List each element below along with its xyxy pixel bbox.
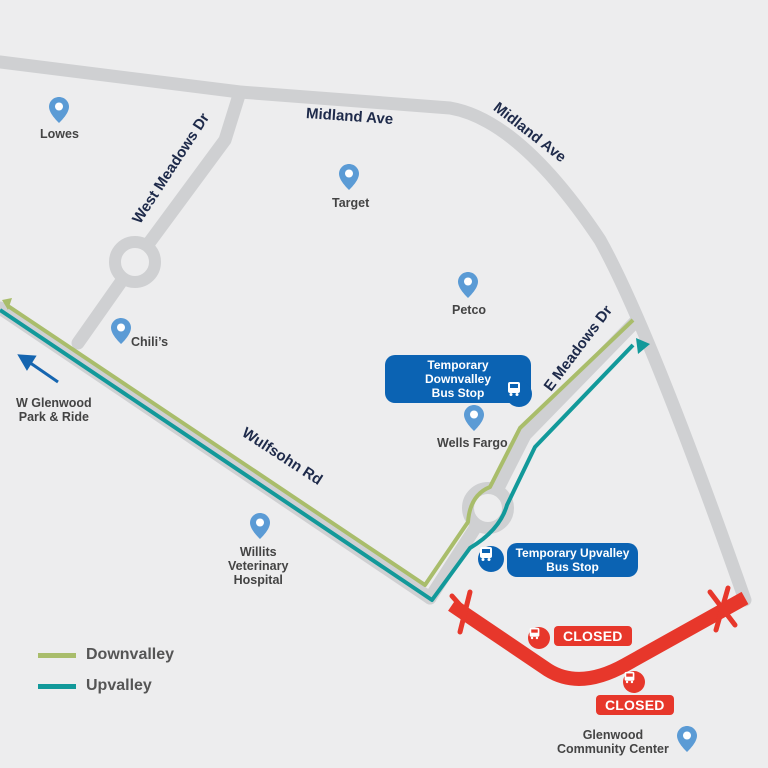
legend-label: Upvalley <box>86 677 152 694</box>
arrow-icon <box>17 354 59 384</box>
bus-icon <box>506 381 532 407</box>
map-pin-icon <box>458 272 478 298</box>
legend-swatch-downvalley <box>38 652 76 658</box>
place-label-w-glenwood: W Glenwood Park & Ride <box>16 396 92 424</box>
place-label-glenwood: Glenwood Community Center <box>557 728 669 756</box>
roundabout-west <box>109 236 161 288</box>
road-west-meadows-dr <box>128 85 247 269</box>
temporary-downvalley-stop-label: Temporary Downvalley Bus Stop <box>385 355 531 403</box>
bus-icon <box>478 546 504 572</box>
place-label-lowes: Lowes <box>40 127 79 141</box>
legend-item-downvalley: Downvalley <box>38 646 174 664</box>
map-pin-icon <box>111 318 131 344</box>
map-pin-icon <box>677 726 697 752</box>
map-pin-icon <box>464 405 484 431</box>
legend-item-upvalley: Upvalley <box>38 677 152 695</box>
map-pin-icon <box>250 513 270 539</box>
place-label-willits: Willits Veterinary Hospital <box>228 545 289 587</box>
route-upvalley <box>0 308 635 602</box>
legend-label: Downvalley <box>86 646 175 663</box>
map-pin-icon <box>49 97 69 123</box>
closed-label: CLOSED <box>596 695 674 715</box>
bus-icon <box>623 671 645 693</box>
temporary-upvalley-stop-label: Temporary Upvalley Bus Stop <box>507 543 638 577</box>
road-e-meadows-dr <box>423 315 642 605</box>
roundabout-east <box>462 482 514 534</box>
closed-road-segment <box>448 591 749 686</box>
upvalley-arrowhead <box>636 338 650 354</box>
road-midland-ave <box>0 55 752 607</box>
downvalley-arrowhead <box>2 298 12 310</box>
bus-icon <box>528 627 550 649</box>
closure-x-icon <box>707 585 738 633</box>
legend-swatch-upvalley <box>38 683 76 689</box>
route-downvalley <box>6 304 635 587</box>
place-label-target: Target <box>332 196 370 210</box>
closure-x-icon <box>449 589 485 635</box>
closed-label: CLOSED <box>554 626 632 646</box>
map-pin-icon <box>339 164 359 190</box>
place-label-petco: Petco <box>452 303 487 317</box>
place-label-wells-fargo: Wells Fargo <box>437 436 508 450</box>
place-label-chilis: Chili’s <box>131 335 169 349</box>
